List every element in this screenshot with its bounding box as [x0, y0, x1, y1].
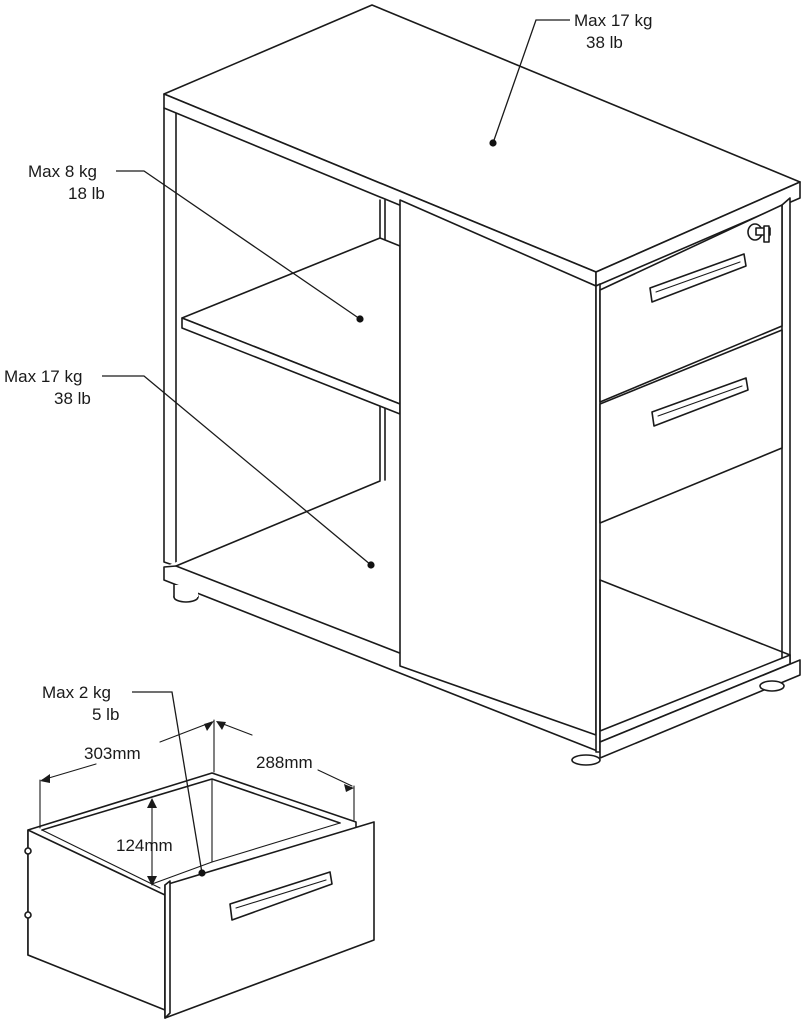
top-panel-side-edge — [595, 181, 801, 287]
load-point-top — [489, 139, 497, 147]
drawer-load-lb: 5 lb — [92, 705, 119, 724]
drawer-load-kg: Max 2 kg — [42, 683, 111, 702]
bottom-back-line — [175, 480, 381, 567]
left-side-panel — [163, 107, 177, 567]
cabinet — [163, 4, 801, 766]
drawer-detail — [24, 719, 375, 1019]
dim-arrow — [40, 774, 50, 783]
leader-drawer — [132, 691, 203, 874]
drawer-1-handle — [649, 253, 747, 303]
drawer-front-handle-inner — [235, 879, 327, 909]
drawer-2-handle-inner — [657, 385, 743, 417]
shelf-top — [181, 237, 401, 405]
dim-arrow — [147, 798, 157, 808]
bottom-load-lb: 38 lb — [54, 389, 91, 408]
leader-top — [492, 19, 570, 144]
middle-divider — [399, 199, 597, 736]
dim-width-label: 303mm — [84, 744, 141, 763]
drawer-front-handle — [229, 871, 333, 921]
right-bottom-back — [599, 579, 791, 656]
bottom-inner — [164, 481, 400, 580]
foot-front — [571, 754, 601, 766]
dim-depth-label: 288mm — [256, 753, 313, 772]
leader-bottom — [102, 375, 372, 566]
drawer-1-handle-inner — [655, 261, 741, 293]
leader-shelf — [116, 170, 361, 320]
screw-icon — [24, 911, 32, 919]
bottom-load-kg: Max 17 kg — [4, 367, 82, 386]
dim-depth-line-b — [317, 769, 353, 787]
right-bottom-shelf — [599, 579, 791, 743]
dim-width-line-a — [41, 763, 97, 781]
drawer-inner-floor-right — [211, 822, 341, 863]
drawer-inner-floor-front — [151, 861, 213, 885]
dim-arrow — [216, 721, 226, 730]
right-bottom-edge — [599, 659, 801, 759]
labels: Max 17 kg 38 lb Max 8 kg 18 lb Max 17 kg… — [4, 11, 652, 855]
top-load-kg: Max 17 kg — [574, 11, 652, 30]
right-side-panel — [781, 197, 791, 669]
load-point-drawer — [198, 869, 206, 877]
dim-arrow — [344, 784, 354, 792]
load-point-bottom — [367, 561, 375, 569]
shelf-load-lb: 18 lb — [68, 184, 105, 203]
drawer-inner-floor-left — [41, 829, 161, 889]
top-load-lb: 38 lb — [586, 33, 623, 52]
load-leaders — [102, 19, 570, 877]
dim-width-line-b — [159, 721, 213, 743]
load-point-shelf — [356, 315, 364, 323]
foot-right — [759, 680, 785, 692]
dim-height-label: 124mm — [116, 836, 173, 855]
dim-arrow — [204, 721, 214, 731]
drawer-2-handle — [651, 377, 749, 427]
screw-icon — [24, 847, 32, 855]
drawer-2-front — [599, 329, 783, 524]
drawer-front-edge — [164, 880, 171, 1019]
shelf-load-kg: Max 8 kg — [28, 162, 97, 181]
drawer-1-front — [599, 204, 783, 403]
dim-arrow — [147, 876, 157, 886]
lock-key-icon — [747, 223, 771, 243]
